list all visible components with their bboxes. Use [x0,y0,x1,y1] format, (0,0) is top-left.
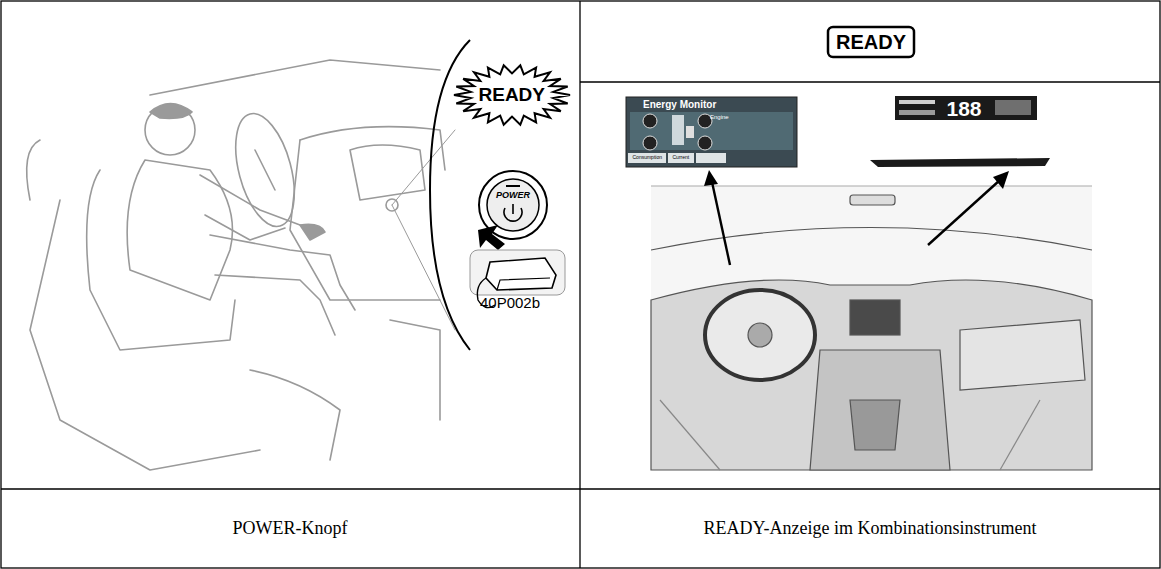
speed-readout: 188 [947,97,982,120]
speedometer-display [895,96,1037,120]
caption-cell: READY-Anzeige im Kombinationsinstrument [704,519,1037,539]
caption-cell: POWER-Knopf [233,519,348,539]
screen-text: Engine [710,114,729,121]
power-button-symbol [478,171,547,250]
ready-indicator-frame [828,27,914,57]
energy-monitor-screen [626,97,797,167]
indicator-text: READY [836,31,906,53]
screen-title: Energy Monitor [643,99,716,110]
ready-starburst [454,65,570,124]
pointer-arrow [704,170,1009,265]
indicator-strip [870,158,1050,167]
button-label: POWER [496,191,530,201]
screen-button: Consumption [633,155,662,161]
driver-illustration [27,60,455,470]
screen-button: Current [673,155,690,161]
indicator-text: READY [479,85,546,106]
dashboard-illustration [651,186,1092,470]
figure-code: 40P002b [480,295,540,312]
